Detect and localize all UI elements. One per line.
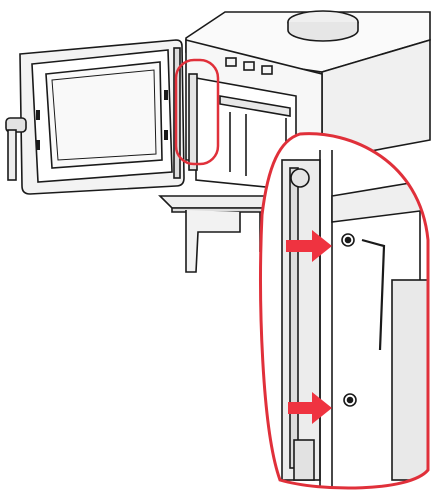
hinge-location-oval [174,58,220,166]
stove-door-open [5,39,185,195]
upper-screw-arrow [286,230,332,262]
stove-body [158,10,431,273]
zoomed-hinge-detail [260,133,428,489]
lower-screw-arrow [288,392,332,424]
zoomed-hinge-circle [259,132,430,490]
